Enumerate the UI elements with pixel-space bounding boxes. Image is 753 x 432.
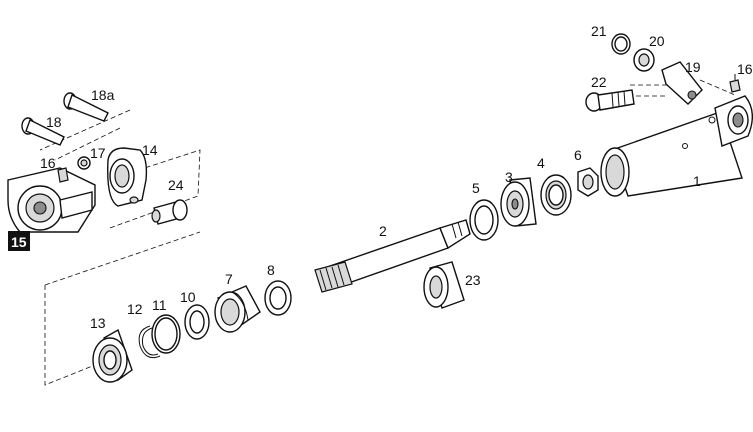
part-20-nut [633,48,655,72]
label-20: 20 [649,33,665,49]
part-7-rod-guide [214,285,261,333]
part-18-bolt [21,117,65,146]
part-16-grease-nipple-right [729,74,741,93]
part-11-snap-ring [151,314,181,354]
label-17: 17 [90,145,106,161]
part-24-pin [151,199,188,225]
part-4-seal [540,174,572,216]
part-19-pin-block [661,61,703,105]
label-13: 13 [90,315,106,331]
part-1-cylinder-barrel [600,95,753,197]
label-21: 21 [591,23,607,39]
part-3-piston [500,177,537,227]
part-12-circlip [138,325,161,359]
label-12: 12 [127,301,143,317]
label-2: 2 [379,223,387,239]
part-15-clevis [7,167,96,233]
label-15: 15 [11,234,27,250]
label-10: 10 [180,289,196,305]
label-22: 22 [591,74,607,90]
label-8: 8 [267,262,275,278]
part-16-grease-nipple-left [57,167,69,183]
label-1: 1 [693,173,701,189]
part-labels: 1 2 3 4 5 6 7 8 10 11 12 13 14 16 16 17 … [40,23,753,331]
part-17-nut [77,156,91,170]
label-11: 11 [152,297,167,313]
part-15-badge: 15 [8,231,30,251]
label-18: 18 [46,114,62,130]
part-18a-bolt [63,92,109,122]
part-21-ring [611,33,631,55]
part-22-screw [585,89,635,112]
part-2-piston-rod [314,219,471,293]
label-24: 24 [168,177,184,193]
label-3: 3 [505,169,513,185]
part-8-washer [264,280,292,316]
part-5-washer [469,199,499,241]
assembly-boundary-lines [39,79,736,386]
part-23-bushing [423,261,465,309]
part-6-nut [577,167,599,197]
label-4: 4 [537,155,545,171]
label-7: 7 [225,271,233,287]
part-13-bearing [92,328,133,383]
label-6: 6 [574,147,582,163]
label-5: 5 [472,180,480,196]
label-19: 19 [685,59,701,75]
part-14-bracket [107,147,148,207]
label-16a: 16 [40,155,56,171]
label-14: 14 [142,142,158,158]
label-16b: 16 [737,61,753,77]
label-23: 23 [465,272,481,288]
label-18a: 18a [91,87,115,103]
part-10-seal [184,304,210,340]
